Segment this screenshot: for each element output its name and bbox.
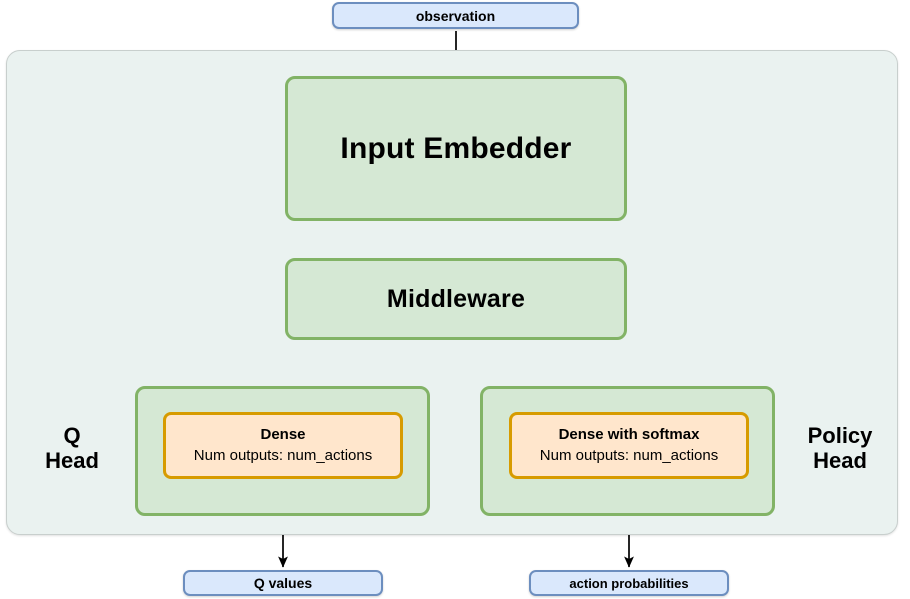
q-head-side-label-line1: Q: [63, 423, 81, 449]
q-values-node[interactable]: Q values: [183, 570, 383, 596]
input-embedder-label: Input Embedder: [340, 131, 572, 165]
policy-head-side-label-line2: Head: [813, 448, 867, 473]
middleware-label: Middleware: [386, 284, 526, 313]
dense-with-softmax-title: Dense with softmax: [558, 426, 700, 444]
dense-node[interactable]: Dense Num outputs: num_actions: [163, 412, 403, 479]
q-head-side-label: Q Head: [20, 414, 124, 484]
observation-label: observation: [415, 7, 496, 24]
q-values-label: Q values: [253, 575, 313, 591]
dense-title: Dense: [260, 426, 306, 444]
policy-head-side-label: Policy Head: [788, 414, 892, 484]
input-embedder-node[interactable]: Input Embedder: [285, 76, 627, 221]
middleware-node[interactable]: Middleware: [285, 258, 627, 340]
action-probabilities-node[interactable]: action probabilities: [529, 570, 729, 596]
dense-with-softmax-node[interactable]: Dense with softmax Num outputs: num_acti…: [509, 412, 749, 479]
action-probabilities-label: action probabilities: [569, 575, 689, 591]
observation-node[interactable]: observation: [332, 2, 579, 29]
q-head-side-label-line2: Head: [45, 448, 99, 473]
dense-num-outputs: Num outputs: num_actions: [193, 446, 373, 464]
policy-head-side-label-line1: Policy: [807, 423, 873, 449]
dense-with-softmax-num-outputs: Num outputs: num_actions: [539, 446, 719, 464]
